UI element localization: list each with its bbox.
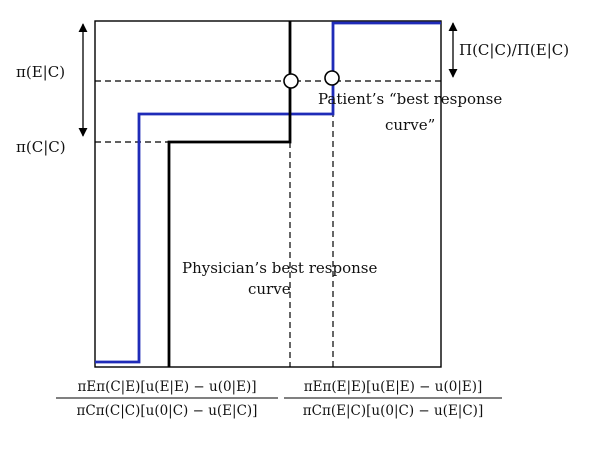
axis-fraction-right: πEπ(E|E)[u(E|E) − u(0|E)] πCπ(E|C)[u(0|C… bbox=[284, 379, 502, 419]
label-ratio: Π(C|C)/Π(E|C) bbox=[459, 41, 569, 59]
physician-best-response-curve bbox=[167, 21, 292, 367]
physician-curve-label-line1: Physician’s best response bbox=[182, 259, 377, 277]
plot-frame bbox=[94, 20, 442, 368]
fraction-left-denominator: πCπ(C|C)[u(0|C) − u(E|C)] bbox=[77, 403, 258, 419]
axis-fraction-left: πEπ(C|E)[u(E|E) − u(0|E)] πCπ(C|C)[u(0|C… bbox=[56, 379, 278, 419]
equilibrium-marker-right bbox=[324, 70, 340, 86]
patient-curve-label-line2: curve” bbox=[385, 116, 435, 134]
fraction-right-denominator: πCπ(E|C)[u(0|C) − u(E|C)] bbox=[303, 403, 483, 419]
fraction-right-numerator: πEπ(E|E)[u(E|E) − u(0|E)] bbox=[304, 379, 483, 395]
patient-best-response-curve bbox=[95, 21, 441, 364]
label-pi-e-given-c: π(E|C) bbox=[16, 63, 65, 81]
label-pi-c-given-c: π(C|C) bbox=[16, 138, 66, 156]
equilibrium-marker-left bbox=[283, 73, 299, 89]
patient-curve-label-line1: Patient’s “best response bbox=[318, 90, 502, 108]
fraction-left-numerator: πEπ(C|E)[u(E|E) − u(0|E)] bbox=[77, 379, 256, 395]
physician-curve-label-line2: curve bbox=[248, 280, 291, 298]
